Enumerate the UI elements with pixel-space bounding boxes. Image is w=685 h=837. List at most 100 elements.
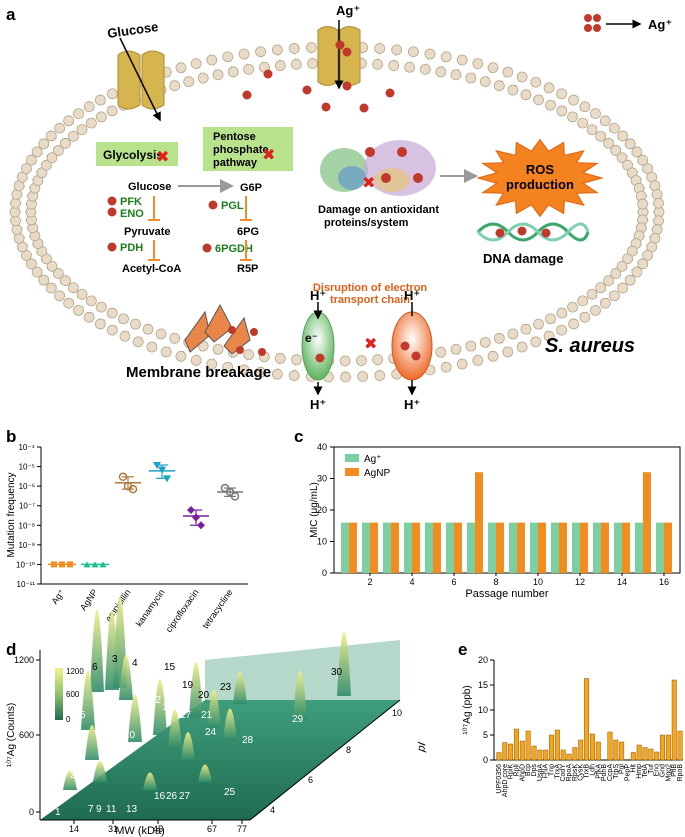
lipid-head (374, 370, 386, 381)
lipid-head (456, 358, 468, 370)
lipid-head (271, 44, 283, 56)
lipid-head (653, 197, 664, 209)
glucose-label: Glucose (106, 19, 159, 41)
colorbar-top: 1200 (66, 667, 84, 676)
ag-particle (400, 341, 410, 351)
bar (554, 729, 560, 761)
y-tick-label: 1200 (14, 655, 34, 665)
x-tick-label: 16 (659, 577, 669, 587)
x-category-label: PepP (624, 764, 631, 781)
lipid-head (175, 350, 187, 362)
lipid-head (25, 154, 37, 166)
x-category-label: PdhB (601, 764, 608, 781)
x-category-label: UspA (537, 764, 544, 781)
lipid-head (533, 94, 544, 106)
x-category-label: Bcp (525, 764, 532, 776)
bar (619, 741, 625, 761)
lipid-head (222, 51, 234, 63)
lipid-head (567, 301, 578, 313)
bar-agnp (474, 472, 483, 573)
lipid-head (45, 282, 57, 294)
lipid-head (274, 60, 286, 71)
peak-label: 14 (162, 702, 174, 713)
lipid-head (197, 72, 209, 84)
panel-a: a Glucose Ag⁺ Ag⁺ Glycolysis ✖ P (6, 3, 672, 412)
lipid-head (243, 63, 255, 75)
x-category-label: Tuf (648, 764, 655, 774)
ros-line-2: production (506, 177, 574, 192)
lipid-head (493, 332, 505, 344)
y-tick-label: 30 (317, 474, 327, 484)
lipid-head (60, 275, 71, 287)
green-channel-icon (301, 311, 335, 381)
lipid-head (617, 130, 629, 142)
bar (677, 730, 683, 761)
dna-icon (476, 222, 590, 242)
y-tick-label: 20 (478, 655, 488, 665)
ag-particle (107, 196, 117, 206)
acetyl-node: Acetyl-CoA (122, 263, 181, 275)
x-category-label: kanamycin (134, 587, 167, 628)
lipid-head (54, 290, 65, 302)
bar (508, 743, 514, 761)
lipid-head (595, 130, 607, 142)
lipid-head (435, 66, 447, 78)
lipid-head (85, 117, 97, 129)
pi-tick-label: 4 (270, 805, 275, 815)
bar-agnp (348, 522, 357, 573)
x-category-label: Gnd (660, 764, 667, 777)
lipid-head (590, 108, 601, 119)
bar (572, 747, 578, 761)
lipid-head (530, 76, 542, 88)
x-category-label: TelA (642, 764, 649, 778)
x-category-label: TrxA (554, 764, 561, 779)
inhibit-icon (148, 240, 160, 261)
lipid-head (95, 94, 106, 106)
lipid-head (472, 58, 484, 70)
x-category-label: PflB (671, 764, 678, 777)
bar-ag (509, 522, 517, 573)
y-tick-label: 20 (317, 505, 327, 515)
peak-label: 16 (154, 791, 166, 802)
x-category-label: Ag⁺ (49, 587, 66, 606)
lipid-head (183, 76, 195, 88)
peak (223, 708, 237, 740)
x-category-label: AhpD (519, 764, 526, 782)
lipid-head (11, 224, 23, 235)
peak-label: 11 (106, 804, 117, 815)
y-tick-label: 10⁻¹¹ (17, 580, 36, 589)
lipid-head (73, 108, 84, 119)
lipid-head (637, 154, 649, 166)
bar-ag (593, 522, 601, 573)
electron-label: e⁻ (305, 331, 318, 345)
lipid-head (440, 51, 452, 63)
peak (63, 770, 77, 790)
peak-label: 15 (164, 662, 176, 673)
panel-letter-d: d (6, 640, 16, 659)
red-x-icon: ✖ (362, 175, 375, 192)
peak (128, 694, 142, 742)
bar (613, 739, 619, 761)
lipid-head (609, 290, 620, 302)
bar (584, 678, 590, 761)
lipid-head (31, 146, 43, 158)
x-tick-label: 8 (493, 577, 498, 587)
bar-agnp (453, 522, 462, 573)
bar (595, 741, 601, 761)
lipid-head (106, 307, 118, 319)
lipid-head (60, 137, 71, 149)
panel-letter-a: a (6, 5, 16, 24)
pi-tick-label: 8 (346, 745, 351, 755)
peak (93, 761, 107, 782)
data-point (153, 462, 161, 470)
lipid-head (577, 117, 589, 129)
lipid-head (339, 355, 351, 367)
lipid-head (516, 341, 528, 353)
lipid-head (507, 328, 519, 340)
lipid-head (507, 84, 519, 96)
x-category-label: Hmp (636, 764, 643, 779)
lipid-head (603, 137, 614, 149)
ag-particle (335, 40, 345, 50)
bar (543, 749, 549, 761)
